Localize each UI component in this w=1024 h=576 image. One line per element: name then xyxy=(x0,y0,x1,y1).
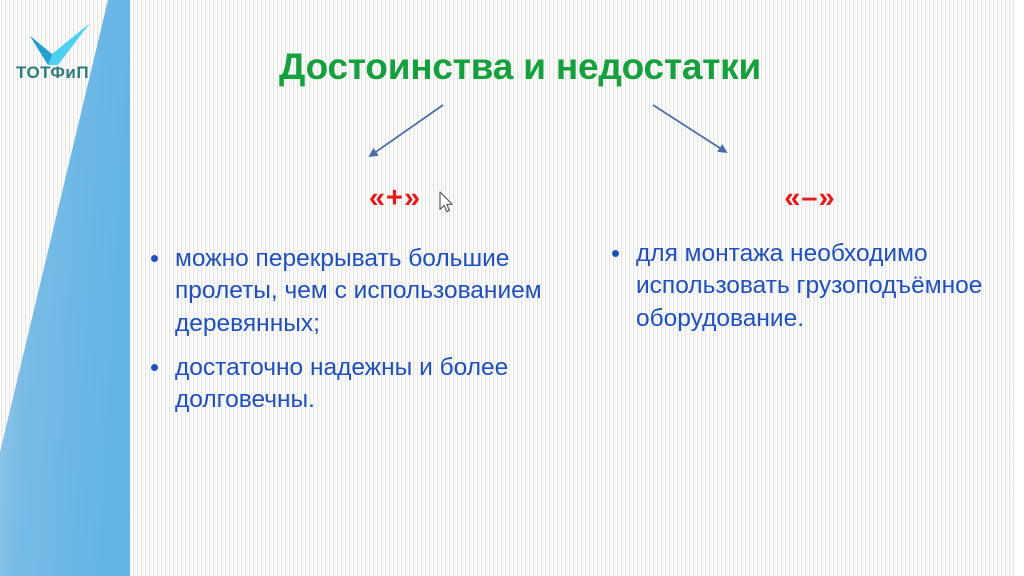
blue-wedge-decoration xyxy=(0,0,130,576)
slide-right-edge xyxy=(1015,0,1024,576)
list-item: достаточно надежны и более долговечны. xyxy=(143,352,543,417)
cons-list: для монтажа необходимо использовать груз… xyxy=(604,238,1024,347)
list-item: для монтажа необходимо использовать груз… xyxy=(604,238,1024,335)
checkmark-icon xyxy=(30,23,90,65)
cons-header: «–» xyxy=(784,182,836,214)
list-item: можно перекрывать большие пролеты, чем с… xyxy=(143,243,543,340)
page-title: Достоинства и недостатки xyxy=(278,46,762,87)
logo-wordmark: ТОТФиП xyxy=(16,63,89,82)
pros-list: можно перекрывать большие пролеты, чем с… xyxy=(143,243,543,429)
mouse-pointer-cursor xyxy=(439,191,453,213)
pros-header: «+» xyxy=(368,182,422,214)
totfip-logo: ТОТФиП xyxy=(8,12,104,82)
